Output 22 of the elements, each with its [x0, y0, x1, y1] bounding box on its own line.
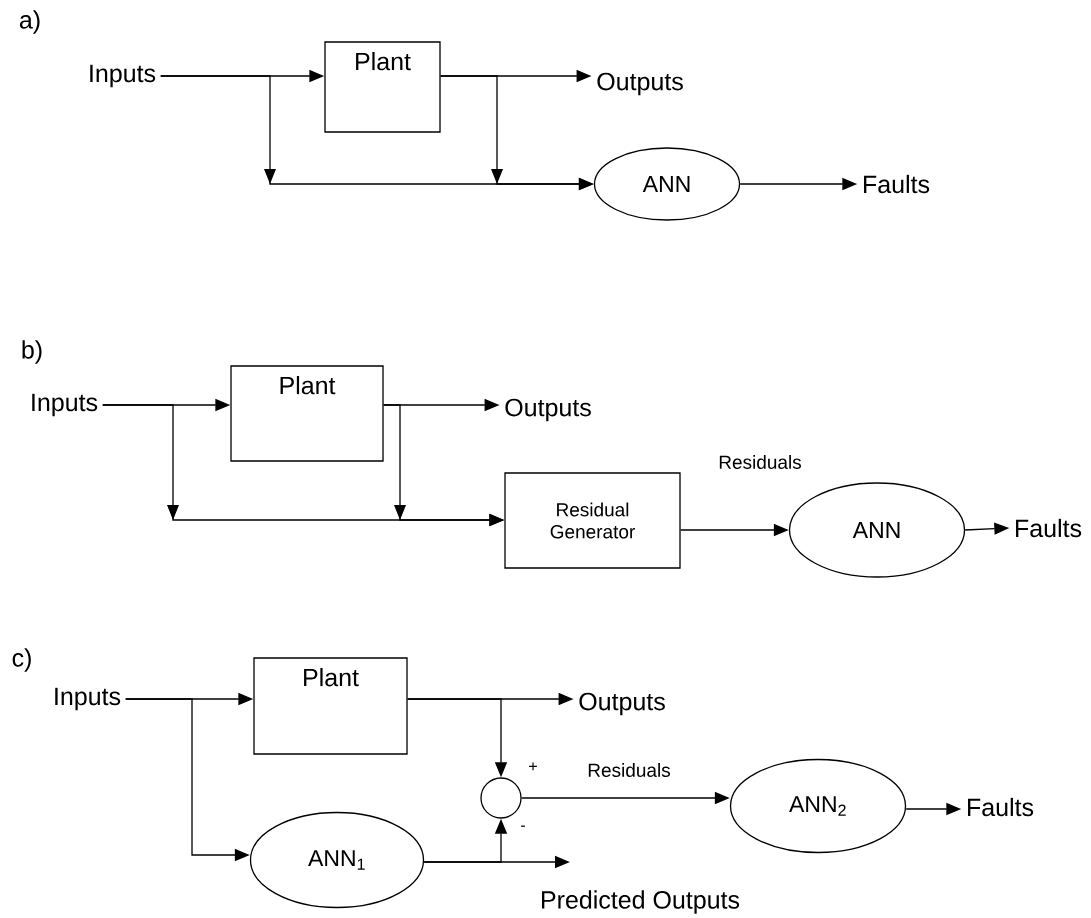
sign-label: +: [529, 762, 537, 771]
input-label: Inputs: [90, 64, 156, 88]
input-label: Inputs: [32, 393, 98, 417]
output-label: Faults: [1016, 518, 1082, 538]
edge-label: Residuals: [586, 762, 672, 778]
process-box: Residual Generator: [504, 472, 681, 569]
output-label: Faults: [968, 797, 1034, 817]
panel-label: b): [22, 340, 42, 364]
signal-label: Predicted Outputs: [542, 890, 740, 914]
output-label: Outputs: [597, 72, 683, 96]
process-box: Plant: [253, 657, 408, 755]
output-label: Faults: [864, 174, 930, 194]
sign-label: -: [521, 825, 525, 827]
output-label: Outputs: [505, 398, 591, 422]
panel-label: a): [19, 10, 40, 34]
process-box: Plant: [324, 41, 441, 133]
process-box: Plant: [230, 365, 384, 462]
edge-label: Residuals: [717, 454, 803, 470]
input-label: Inputs: [55, 687, 121, 711]
output-label: Outputs: [579, 692, 665, 716]
summing-junction: [480, 777, 522, 819]
panel-label: c): [12, 648, 31, 672]
